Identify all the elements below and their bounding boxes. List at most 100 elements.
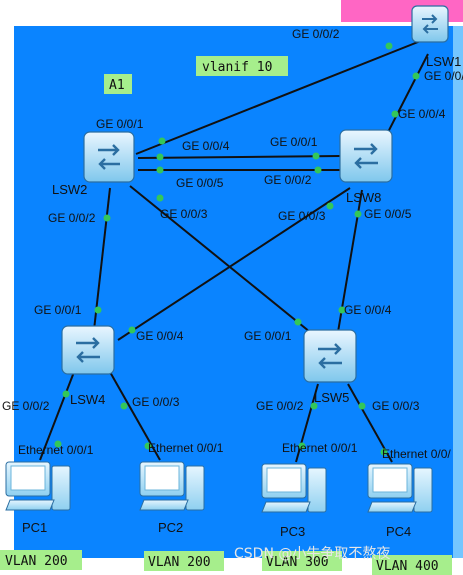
port-dot xyxy=(380,448,388,456)
link-lsw4-pc2 xyxy=(109,371,161,461)
port-dot xyxy=(128,326,136,334)
port-label: Ethernet 0/0/1 xyxy=(18,443,94,457)
switch-lsw8[interactable] xyxy=(339,129,393,183)
port-dot xyxy=(294,318,302,326)
port-label: GE 0/0/2 xyxy=(256,399,304,413)
link-lsw1-lsw2 xyxy=(135,39,424,155)
vlan-tag-box xyxy=(372,555,452,575)
link-lsw5-pc3 xyxy=(295,383,319,463)
link-lsw8-lsw4 xyxy=(117,187,351,341)
port-dots xyxy=(54,42,420,456)
port-dot xyxy=(156,166,164,174)
port-label: GE 0/0/3 xyxy=(372,399,420,413)
port-dot xyxy=(94,306,102,314)
lsw8-label: LSW8 xyxy=(346,190,381,205)
port-label: GE 0/0/1 xyxy=(34,303,82,317)
switch-icon xyxy=(354,143,378,169)
link-lsw1-lsw8 xyxy=(383,53,429,141)
link-lsw2-lsw5 xyxy=(129,185,311,333)
pc-4[interactable] xyxy=(367,463,433,513)
lsw2-label: LSW2 xyxy=(52,182,87,197)
vlan-tag-pc2: VLAN 200 xyxy=(148,555,211,570)
port-dot xyxy=(158,137,166,145)
switch-icon xyxy=(318,343,342,369)
area-tag: A1 xyxy=(109,78,125,93)
port-label: GE 0/0/2 xyxy=(2,399,50,413)
switch-icon xyxy=(76,337,100,363)
watermark: CSDN @小牛争取不熬夜 xyxy=(234,546,390,562)
link-lsw4-pc1 xyxy=(39,371,75,461)
vlan-tag-box xyxy=(262,551,342,571)
port-dot xyxy=(156,194,164,202)
port-label: GE 0/0/1 xyxy=(270,135,318,149)
port-dot xyxy=(156,153,164,161)
port-label: Ethernet 0/0/1 xyxy=(148,441,224,455)
pc-1[interactable] xyxy=(5,461,71,511)
port-label: GE 0/0/ xyxy=(424,69,463,83)
switch-lsw5[interactable] xyxy=(303,329,357,383)
port-dot xyxy=(412,72,420,80)
computer-icon xyxy=(261,463,327,513)
lsw4-label: LSW4 xyxy=(70,392,105,407)
pc1-label: PC1 xyxy=(22,520,47,535)
lsw1-label: LSW1 xyxy=(426,54,461,69)
port-label: GE 0/0/4 xyxy=(182,139,230,153)
switch-lsw1[interactable] xyxy=(411,5,449,43)
vlan-tag-pc1: VLAN 200 xyxy=(5,554,68,569)
port-label: GE 0/0/1 xyxy=(244,329,292,343)
port-label: Ethernet 0/0/ xyxy=(382,447,451,461)
port-label: Ethernet 0/0/1 xyxy=(282,441,358,455)
computer-icon xyxy=(367,463,433,513)
lsw5-label: LSW5 xyxy=(314,390,349,405)
computer-icon xyxy=(139,461,205,511)
vlan-tag-pc4: VLAN 400 xyxy=(376,559,439,574)
port-dot xyxy=(354,210,362,218)
switch-lsw2[interactable] xyxy=(83,131,135,183)
link-lsw2-lsw4 xyxy=(93,187,111,331)
pc4-label: PC4 xyxy=(386,524,411,539)
vlanif-tag: vlanif 10 xyxy=(202,60,272,75)
port-dot xyxy=(326,202,334,210)
port-dot xyxy=(298,442,306,450)
port-dot xyxy=(62,390,70,398)
vlanif-tag-box xyxy=(196,56,288,76)
port-dot xyxy=(54,440,62,448)
port-label: GE 0/0/4 xyxy=(136,329,184,343)
pc-2[interactable] xyxy=(139,461,205,511)
port-label: GE 0/0/4 xyxy=(344,303,392,317)
vlan-tag-pc3: VLAN 300 xyxy=(266,555,329,570)
port-label: GE 0/0/3 xyxy=(132,395,180,409)
area-tag-box xyxy=(104,74,132,94)
port-dot xyxy=(338,306,346,314)
port-dot xyxy=(385,42,393,50)
vlan-tag-box xyxy=(144,551,224,571)
vlan-tag-box xyxy=(0,550,82,570)
switch-icon xyxy=(422,14,438,34)
switch-icon xyxy=(98,144,120,170)
port-label: GE 0/0/3 xyxy=(278,209,326,223)
blue-area-right-edge xyxy=(453,26,463,558)
port-dot xyxy=(358,402,366,410)
port-dot xyxy=(391,110,399,118)
port-dot xyxy=(103,214,111,222)
port-label: GE 0/0/5 xyxy=(364,207,412,221)
port-dot xyxy=(120,402,128,410)
port-label: GE 0/0/3 xyxy=(160,207,208,221)
port-label: GE 0/0/2 xyxy=(292,27,340,41)
port-label: GE 0/0/2 xyxy=(264,173,312,187)
link-lsw2-lsw8-ge4-ge1 xyxy=(137,155,341,159)
port-label: GE 0/0/2 xyxy=(48,211,96,225)
switch-lsw4[interactable] xyxy=(61,325,115,375)
port-label: GE 0/0/1 xyxy=(96,117,144,131)
port-label: GE 0/0/4 xyxy=(398,107,446,121)
port-dot xyxy=(144,442,152,450)
computer-icon xyxy=(5,461,71,511)
port-dot xyxy=(310,402,318,410)
port-dot xyxy=(312,152,320,160)
pc-3[interactable] xyxy=(261,463,327,513)
port-label: GE 0/0/5 xyxy=(176,176,224,190)
port-dot xyxy=(314,166,322,174)
pc3-label: PC3 xyxy=(280,524,305,539)
pc2-label: PC2 xyxy=(158,520,183,535)
